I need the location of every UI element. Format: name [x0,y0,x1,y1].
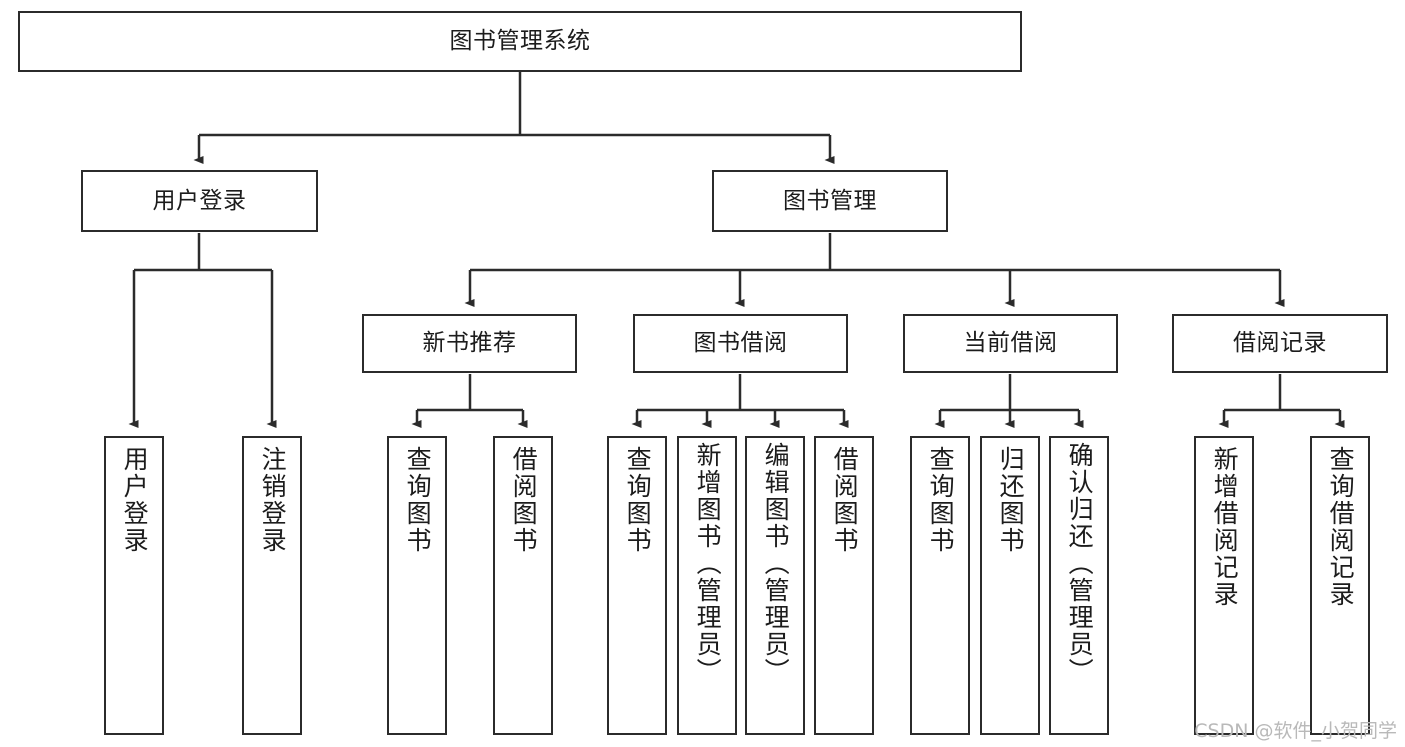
node-leaf-query-book-2[interactable]: 查询图书 [607,436,667,735]
node-root-book-management-system[interactable]: 图书管理系统 [18,11,1022,72]
node-label: 归还图书 [996,446,1026,554]
node-label: 查询图书 [403,446,433,554]
node-current-borrow[interactable]: 当前借阅 [903,314,1118,373]
node-leaf-user-logout[interactable]: 注销登录 [242,436,302,735]
node-leaf-edit-book[interactable]: 编辑图书（管理员） [745,436,805,735]
csdn-watermark: CSDN @软件_小贺同学 [1194,720,1397,742]
node-label: 图书管理系统 [449,28,591,55]
node-label: 借阅图书 [830,446,860,554]
node-label: 用户登录 [152,187,247,214]
node-label: 新书推荐 [422,330,517,357]
node-label: 借阅记录 [1233,330,1327,357]
node-leaf-confirm-return[interactable]: 确认归还（管理员） [1049,436,1109,735]
node-label: 注销登录 [258,446,288,554]
node-leaf-borrow-book-1[interactable]: 借阅图书 [493,436,553,735]
node-leaf-return-book[interactable]: 归还图书 [980,436,1040,735]
node-label: 借阅图书 [509,446,539,554]
node-leaf-add-book[interactable]: 新增图书（管理员） [677,436,737,735]
node-label: 当前借阅 [963,330,1058,357]
node-leaf-user-login[interactable]: 用户登录 [104,436,164,735]
node-book-manage[interactable]: 图书管理 [712,170,948,232]
node-leaf-add-record[interactable]: 新增借阅记录 [1194,436,1254,735]
node-leaf-query-book-1[interactable]: 查询图书 [387,436,447,735]
node-leaf-borrow-book-2[interactable]: 借阅图书 [814,436,874,735]
node-label: 用户登录 [120,446,150,554]
node-label: 图书管理 [783,187,877,214]
node-label: 确认归还（管理员） [1065,442,1095,685]
node-leaf-query-book-3[interactable]: 查询图书 [910,436,970,735]
node-label: 查询借阅记录 [1326,446,1356,608]
node-new-book-recommend[interactable]: 新书推荐 [362,314,577,373]
node-label: 图书借阅 [693,330,788,357]
node-label: 编辑图书（管理员） [761,442,791,685]
node-label: 新增图书（管理员） [693,442,723,685]
node-leaf-query-record[interactable]: 查询借阅记录 [1310,436,1370,735]
node-label: 查询图书 [926,446,956,554]
node-book-borrow[interactable]: 图书借阅 [633,314,848,373]
node-label: 查询图书 [623,446,653,554]
node-user-login[interactable]: 用户登录 [81,170,318,232]
node-borrow-record[interactable]: 借阅记录 [1172,314,1388,373]
node-label: 新增借阅记录 [1210,446,1240,608]
